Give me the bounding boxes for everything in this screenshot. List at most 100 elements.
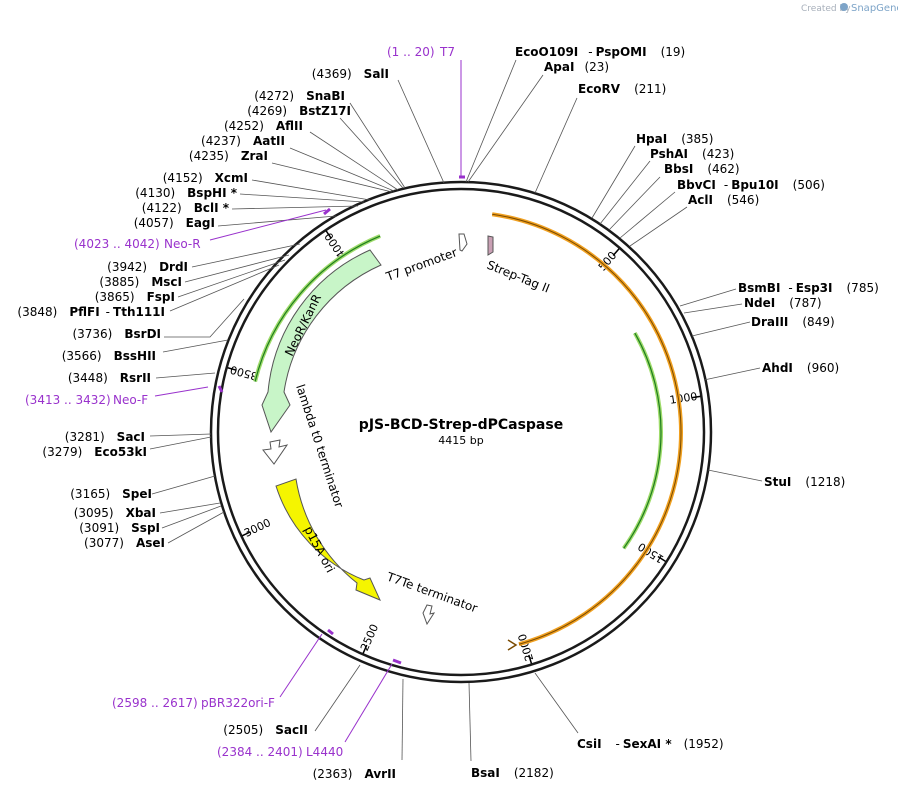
credit-brand: SnapGene <box>851 3 898 14</box>
orf-orange-arc-core <box>492 213 682 645</box>
site-bpu10i: Bpu10I <box>731 178 778 192</box>
svg-text:BsmBI-Esp3I(785): BsmBI-Esp3I(785) <box>738 281 879 295</box>
site-sspi: SspI <box>131 521 160 535</box>
svg-text:(4369)SalI: (4369)SalI <box>312 67 389 81</box>
site-acli: AclI <box>688 193 713 207</box>
site-snabi: SnaBI <box>306 89 345 103</box>
site-saci: SacI <box>117 430 145 444</box>
leader-lines <box>149 59 763 762</box>
site-bstz17i: BstZ17I <box>299 104 351 118</box>
svg-text:BbvCI-Bpu10I(506): BbvCI-Bpu10I(506) <box>677 178 825 192</box>
svg-text:PshAI(423): PshAI(423) <box>650 147 734 161</box>
primer-neor-name: Neo-R <box>164 237 201 251</box>
primer-lines <box>154 60 464 743</box>
site-spei: SpeI <box>122 487 152 501</box>
svg-text:(3566)BssHII: (3566)BssHII <box>62 349 156 363</box>
svg-text:(3281)SacI: (3281)SacI <box>65 430 145 444</box>
site-bcli: BclI * <box>194 201 230 215</box>
svg-text:(4057)EagI: (4057)EagI <box>134 216 215 230</box>
site-bbvci: BbvCI <box>677 178 716 192</box>
svg-text:CsiI-SexAI *(1952): CsiI-SexAI *(1952) <box>577 737 724 751</box>
tick-mark <box>612 248 620 257</box>
svg-text:BbsI(462): BbsI(462) <box>664 162 740 176</box>
svg-text:EcoRV(211): EcoRV(211) <box>578 82 666 96</box>
svg-text:(3848)PflFI-Tth111I: (3848)PflFI-Tth111I <box>17 305 165 319</box>
svg-text:(3942)DrdI: (3942)DrdI <box>107 260 188 274</box>
svg-text:DraIII(849): DraIII(849) <box>751 315 835 329</box>
orf-orange-arrowhead <box>507 639 518 651</box>
site-eco53ki: Eco53kI <box>94 445 147 459</box>
svg-text:(3279)Eco53kI: (3279)Eco53kI <box>42 445 147 459</box>
site-ecorv: EcoRV <box>578 82 621 96</box>
site-asei: AseI <box>136 536 165 550</box>
primer-t7-name: T7 <box>439 45 455 59</box>
left-site-labels: (4369)SalI (4272)SnaBI (4269)BstZ17I (42… <box>17 67 396 781</box>
site-aatii: AatII <box>253 134 285 148</box>
site-xbai: XbaI <box>126 506 156 520</box>
tick-mark <box>691 395 701 399</box>
p15a-ori-feature <box>275 478 381 601</box>
right-site-labels: EcoO109I-PspOMI(19) ApaI(23) EcoRV(211) … <box>471 45 879 780</box>
svg-text:(4252)AflII: (4252)AflII <box>224 119 303 133</box>
primer-neof-name: Neo-F <box>113 393 148 407</box>
site-xcmi: XcmI <box>215 171 248 185</box>
svg-text:(4269)BstZ17I: (4269)BstZ17I <box>247 104 351 118</box>
site-aflii: AflII <box>276 119 303 133</box>
primer-neor-range: (4023 .. 4042) <box>74 237 160 251</box>
site-bbsi: BbsI <box>664 162 693 176</box>
svg-text:AhdI(960): AhdI(960) <box>762 361 839 375</box>
site-tth111i: Tth111I <box>113 305 165 319</box>
site-ecoo109i: EcoO109I <box>515 45 578 59</box>
orf-arcs <box>253 212 683 651</box>
tick-mark <box>528 654 533 664</box>
site-sexai: SexAI * <box>623 737 672 751</box>
plasmid-length: 4415 bp <box>438 434 483 447</box>
svg-text:EcoO109I-PspOMI(19): EcoO109I-PspOMI(19) <box>515 45 685 59</box>
svg-text:(4237)AatII: (4237)AatII <box>201 134 285 148</box>
site-pshai: PshAI <box>650 147 688 161</box>
credit-prefix: Created by <box>801 4 851 14</box>
site-sacii: SacII <box>275 723 308 737</box>
svg-text:(4130)BspHI *: (4130)BspHI * <box>135 186 237 200</box>
svg-text:(3095)XbaI: (3095)XbaI <box>74 506 156 520</box>
tick-label: 2500 <box>358 622 381 653</box>
site-rsrii: RsrII <box>120 371 151 385</box>
site-bsrdi: BsrDI <box>124 327 161 341</box>
svg-text:(4235)ZraI: (4235)ZraI <box>189 149 268 163</box>
site-pspomi: PspOMI <box>596 45 647 59</box>
site-bsphi: BspHI * <box>187 186 238 200</box>
svg-text:(2363)AvrII: (2363)AvrII <box>313 767 396 781</box>
site-fspi: FspI <box>147 290 175 304</box>
svg-text:(2505)SacII: (2505)SacII <box>223 723 308 737</box>
snapgene-logo-icon <box>840 3 848 11</box>
primer-neof-range: (3413 .. 3432) <box>25 393 111 407</box>
backbone <box>209 180 713 684</box>
svg-text:HpaI(385): HpaI(385) <box>636 132 713 146</box>
site-esp3i: Esp3I <box>796 281 833 295</box>
site-draiii: DraIII <box>751 315 788 329</box>
site-bsmbi: BsmBI <box>738 281 780 295</box>
site-ahdi: AhdI <box>762 361 793 375</box>
site-bsshii: BssHII <box>114 349 156 363</box>
site-csii: CsiI <box>577 737 602 751</box>
site-ndei: NdeI <box>744 296 775 310</box>
site-eagi: EagI <box>186 216 215 230</box>
t7-promoter-arrow <box>458 233 468 252</box>
tick-label: 2000 <box>516 632 537 663</box>
svg-text:BsaI(2182): BsaI(2182) <box>471 766 554 780</box>
svg-text:ApaI(23): ApaI(23) <box>544 60 609 74</box>
feature-label-p15a-ori: p15A ori <box>301 524 337 575</box>
primer-t7-range: (1 .. 20) <box>387 45 435 59</box>
svg-text:(3091)SspI: (3091)SspI <box>79 521 160 535</box>
t7te-terminator-arrow <box>422 604 436 626</box>
feature-label-strep-tag: Strep-Tag II <box>485 258 552 296</box>
svg-text:(4272)SnaBI: (4272)SnaBI <box>254 89 345 103</box>
primer-labels: (1 .. 20) T7 (4023 .. 4042) Neo-R (3413 … <box>25 45 455 759</box>
primer-l4440-range: (2384 .. 2401) <box>217 745 303 759</box>
site-drdi: DrdI <box>159 260 188 274</box>
plasmid-name: pJS-BCD-Strep-dPCaspase <box>359 417 563 433</box>
orf-green-right-core <box>623 332 662 549</box>
site-stui: StuI <box>764 475 791 489</box>
neor-kanr-feature <box>261 249 382 434</box>
